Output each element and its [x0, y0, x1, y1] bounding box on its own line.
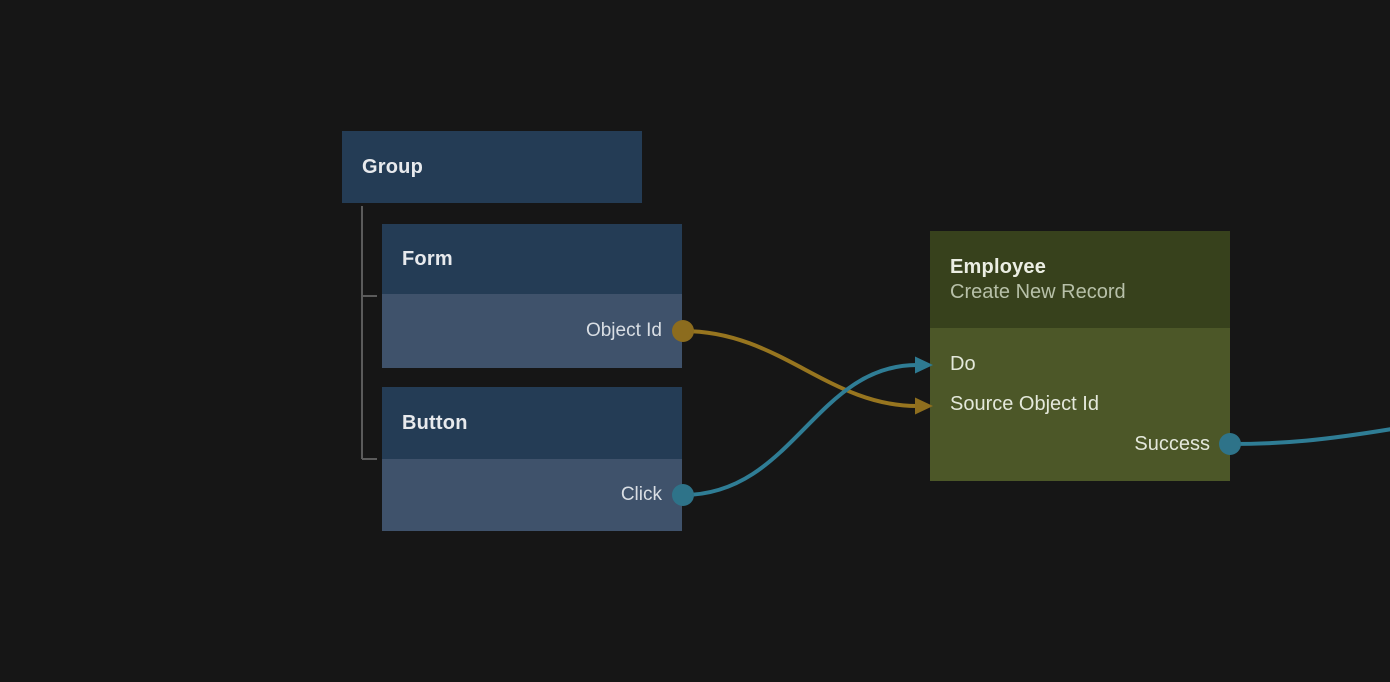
node-employee-header[interactable]: Employee Create New Record — [930, 231, 1230, 328]
edge-click-to-do[interactable] — [681, 363, 919, 497]
output-label-click: Click — [620, 484, 662, 505]
node-form-output-row[interactable]: Object Id — [382, 294, 682, 368]
node-form-header[interactable]: Form — [382, 224, 682, 294]
group-children-bracket — [361, 206, 377, 460]
edge-object-id-to-source-object-id[interactable] — [681, 329, 919, 408]
node-button-header[interactable]: Button — [382, 387, 682, 459]
node-group-title: Group — [362, 155, 423, 178]
node-form[interactable]: Form Object Id — [382, 224, 682, 368]
node-employee[interactable]: Employee Create New Record Do Source Obj… — [930, 231, 1230, 481]
node-employee-title: Employee — [950, 255, 1047, 278]
node-form-title: Form — [402, 247, 453, 270]
input-label-source-object-id: Source Object Id — [950, 392, 1099, 415]
output-row-success[interactable]: Success — [930, 424, 1230, 464]
node-employee-subtitle: Create New Record — [950, 280, 1126, 303]
input-row-source-object-id[interactable]: Source Object Id — [930, 384, 1230, 424]
node-button[interactable]: Button Click — [382, 387, 682, 531]
input-row-do[interactable]: Do — [930, 344, 1230, 384]
node-button-title: Button — [402, 411, 468, 434]
node-group-header[interactable]: Group — [342, 131, 642, 203]
output-label-object-id: Object Id — [585, 320, 662, 341]
edge-success-outgoing[interactable] — [1228, 427, 1390, 446]
node-employee-body[interactable]: Do Source Object Id Success — [930, 328, 1230, 481]
node-button-output-row[interactable]: Click — [382, 459, 682, 531]
output-label-success: Success — [1134, 432, 1210, 455]
node-group[interactable]: Group — [342, 131, 642, 203]
input-label-do: Do — [950, 352, 976, 375]
